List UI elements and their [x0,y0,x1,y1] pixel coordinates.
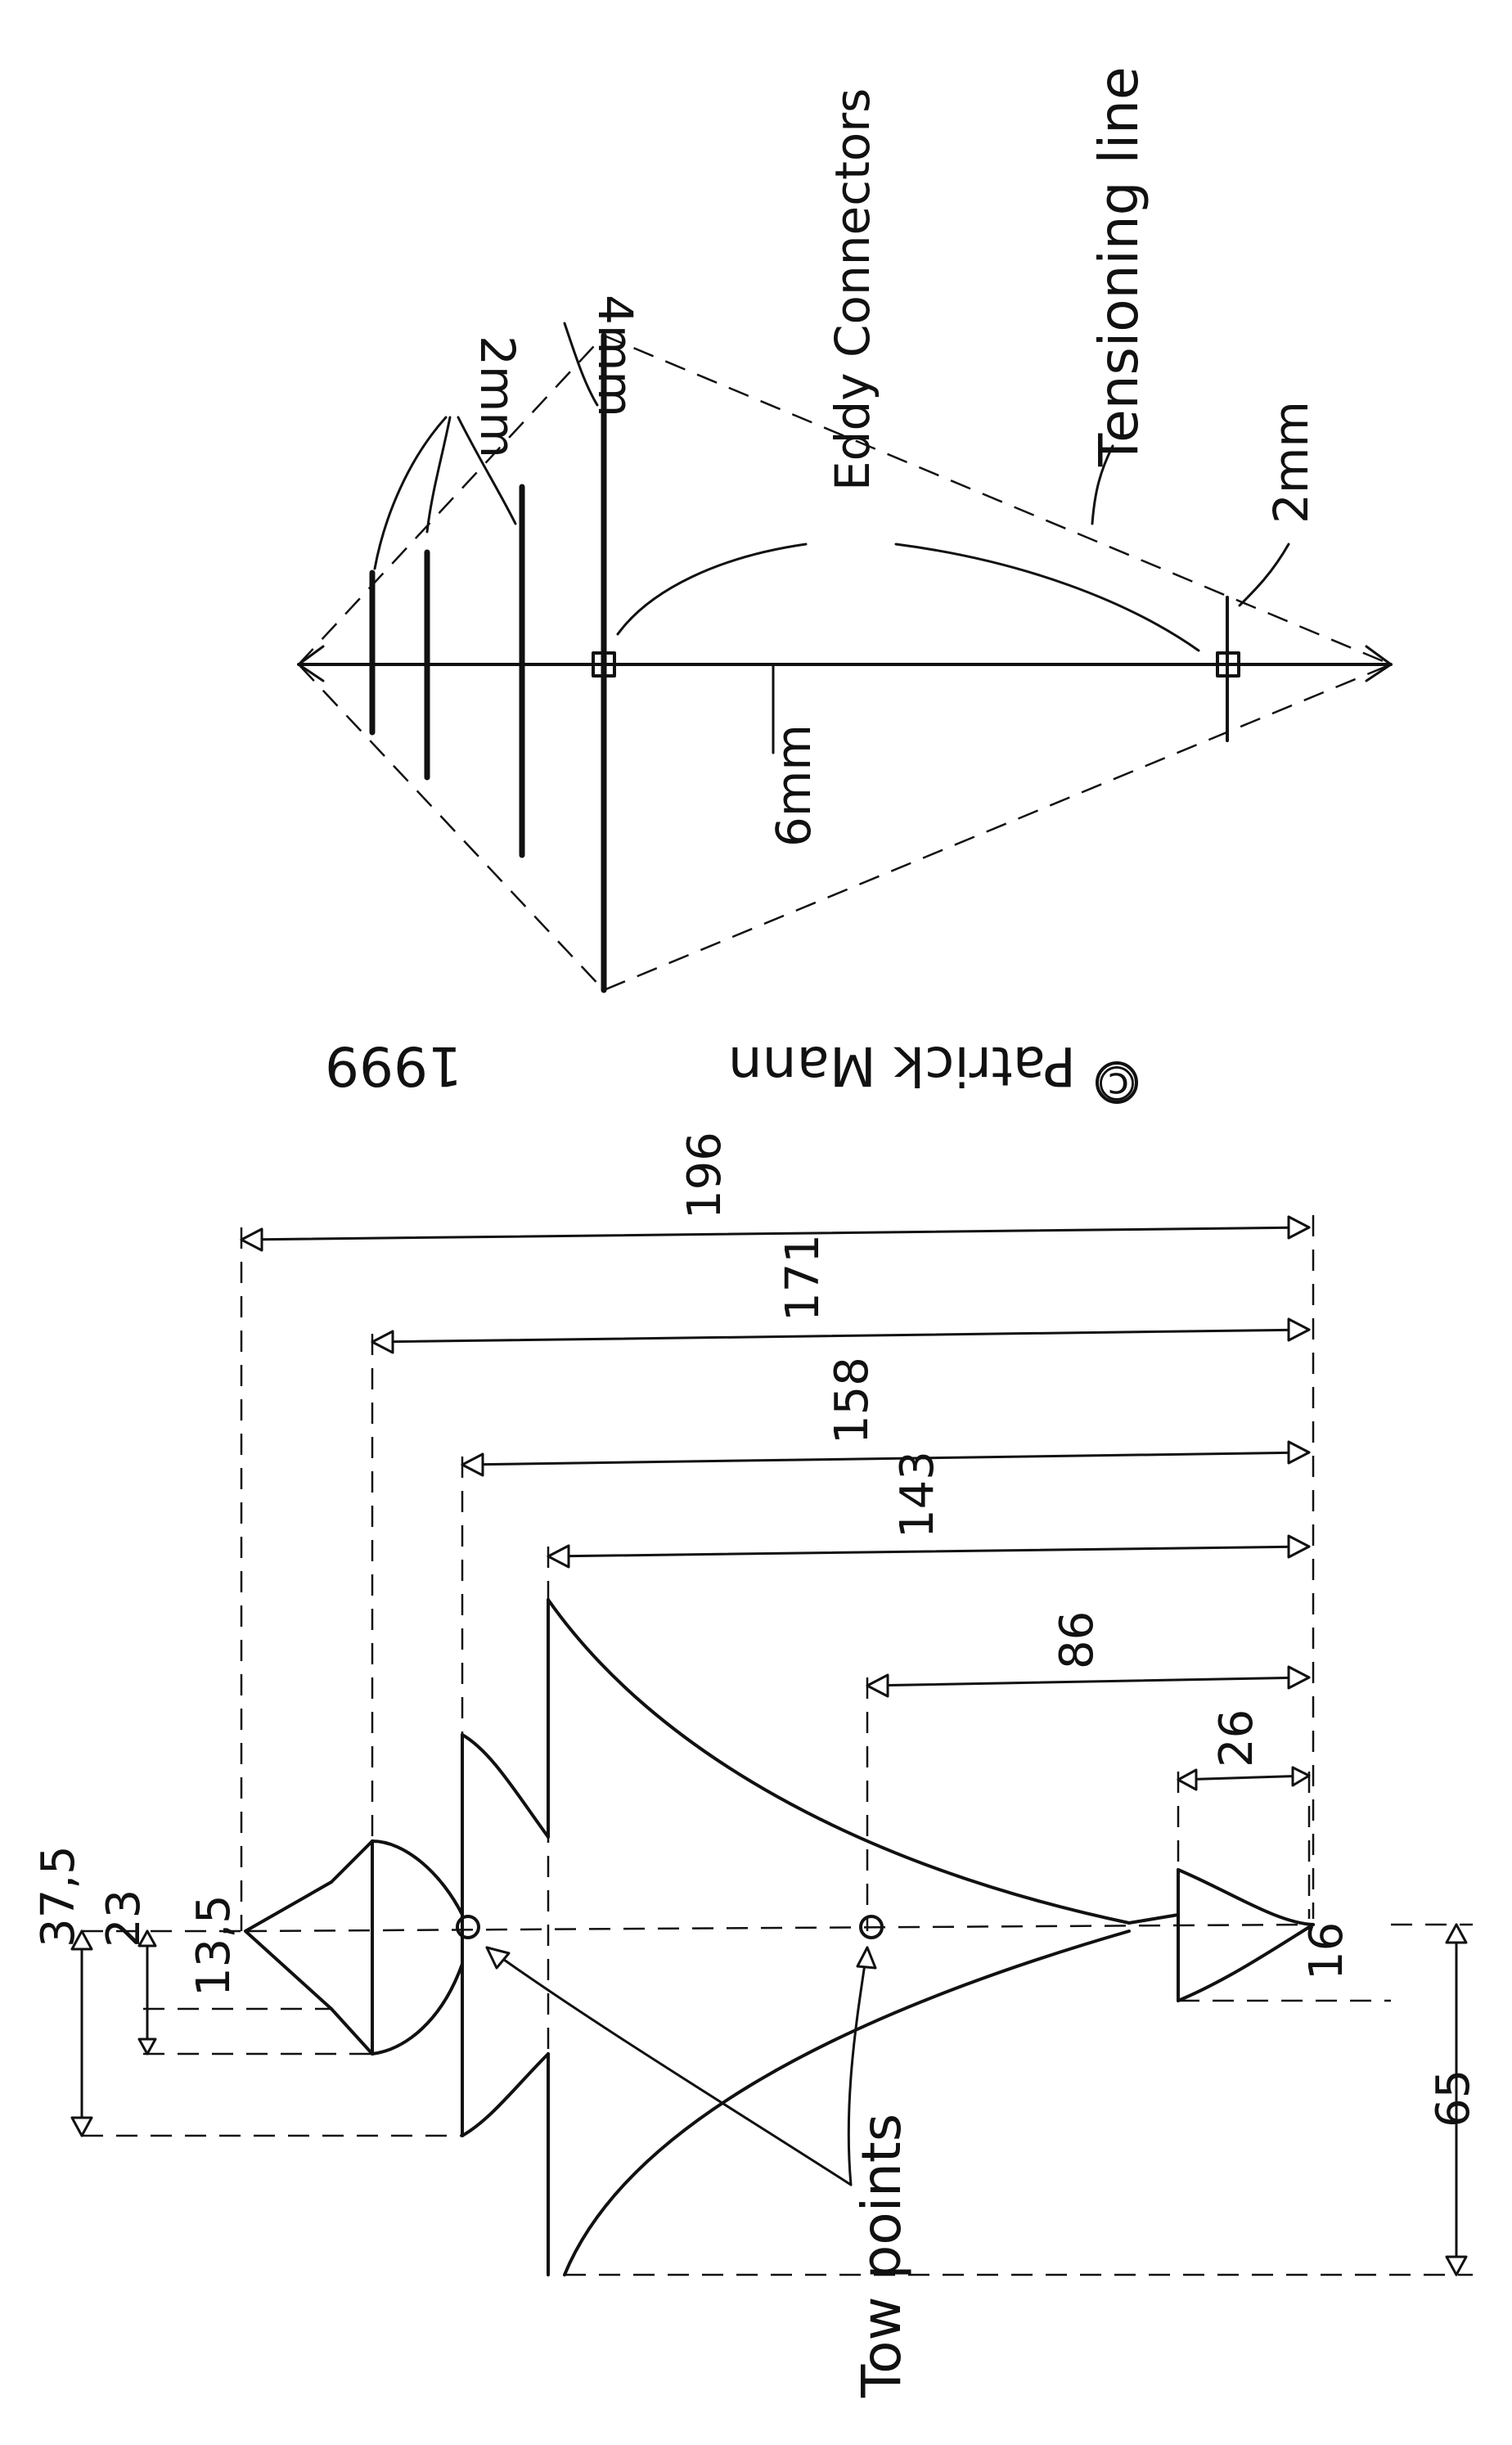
dim-line-143 [547,1545,1311,1558]
section-curve-2-top [461,1733,550,1839]
label-4mm: 4mm [587,295,643,417]
spine-right-tip [1365,645,1393,682]
dim-line-86 [866,1676,1311,1687]
nose-section [244,1880,333,2010]
label-2mm-spars: 2mm [470,335,525,458]
arrowhead [485,1946,511,1970]
arrowhead [866,1673,889,1698]
width-label-375: 37,5 [32,1845,85,1947]
arrowhead [371,1330,394,1354]
leader-eddy-front [616,543,808,636]
tail-fin-top [1177,1868,1315,1926]
leader-2mm-tail [1238,543,1290,607]
label-6mm: 6mm [766,724,821,847]
dim-line-171 [371,1328,1311,1344]
nose-top [330,1839,374,1884]
tail-fin-bottom [1177,1923,1315,2002]
arrowhead [1287,1534,1311,1559]
arrowhead [70,2116,93,2137]
label-2mm-tail: 2mm [1263,401,1319,524]
crossframe-view: 4mm 2mm Eddy Connectors Tensioning line … [297,66,1394,993]
arrowhead [1445,1923,1468,1944]
width-label-65: 65 [1427,2069,1480,2128]
arrowhead [70,1929,93,1951]
section-curve-1-top [371,1839,464,1916]
copyright-symbol: © [1093,1055,1141,1110]
dimension-arrows [240,1215,1311,1791]
arrowhead [1287,1440,1311,1465]
leader-2mm-b [425,416,452,534]
arrowhead [137,1929,157,1947]
width-label-16: 16 [1300,1922,1353,1980]
arrowhead [856,1946,877,1970]
dim-label-171: 171 [776,1234,830,1322]
arrowhead [240,1227,263,1252]
arrowhead [1445,2255,1468,2276]
tail-join-top [1127,1913,1180,1925]
tow-points-label: Tow points [850,2114,913,2398]
main-curve-bottom [563,1929,1131,2276]
dim-label-158: 158 [826,1357,879,1444]
profile-view: 196 171 158 143 86 26 [32,1132,1480,2398]
copyright-circle [1096,1061,1138,1104]
section-curve-1-bottom [371,1962,464,2056]
signature-block: © Patrick Mann 1999 [325,1034,1141,1110]
arrowhead [1287,1215,1311,1240]
width-label-23: 23 [97,1889,151,1947]
arrowhead [1177,1768,1198,1791]
leader-tensioning [1091,444,1114,525]
dim-label-26: 26 [1210,1709,1263,1767]
centre-axis [245,1923,1314,1933]
eddy-connector-rear [1216,651,1240,678]
main-curve-top [547,1598,1131,1925]
arrowhead [547,1544,570,1569]
dim-label-143: 143 [891,1451,944,1538]
leader-eddy-rear [894,543,1200,652]
leader-tow-point-front [485,1946,853,2186]
tow-point-rear [859,1915,884,1939]
arrowhead [137,2038,157,2056]
dim-line-26 [1177,1774,1311,1781]
signature-year: 1999 [325,1034,462,1097]
dim-line-158 [461,1451,1311,1466]
arrowhead [1287,1317,1311,1342]
label-tensioning-line: Tensioning line [1087,66,1150,467]
dim-label-196: 196 [678,1132,731,1219]
leader-4mm [563,322,599,407]
arrowhead [461,1452,484,1477]
tow-point-front [456,1915,480,1939]
section-curve-2-bottom [461,2052,550,2137]
leader-2mm-c [457,416,517,525]
kite-profile-outline [244,1598,1315,2276]
dim-line-196 [240,1226,1311,1241]
label-eddy-connectors: Eddy Connectors [825,88,880,491]
eddy-connector-front [592,651,616,678]
author-name: Patrick Mann [728,1034,1076,1097]
width-label-135: 13,5 [187,1894,241,1997]
leader-2mm-a [373,416,448,570]
nose-bottom [330,2007,374,2056]
arrowhead [1287,1665,1311,1690]
arrowhead [1291,1766,1311,1787]
leader-tow-point-rear [847,1946,869,2186]
dim-label-86: 86 [1051,1611,1104,1669]
